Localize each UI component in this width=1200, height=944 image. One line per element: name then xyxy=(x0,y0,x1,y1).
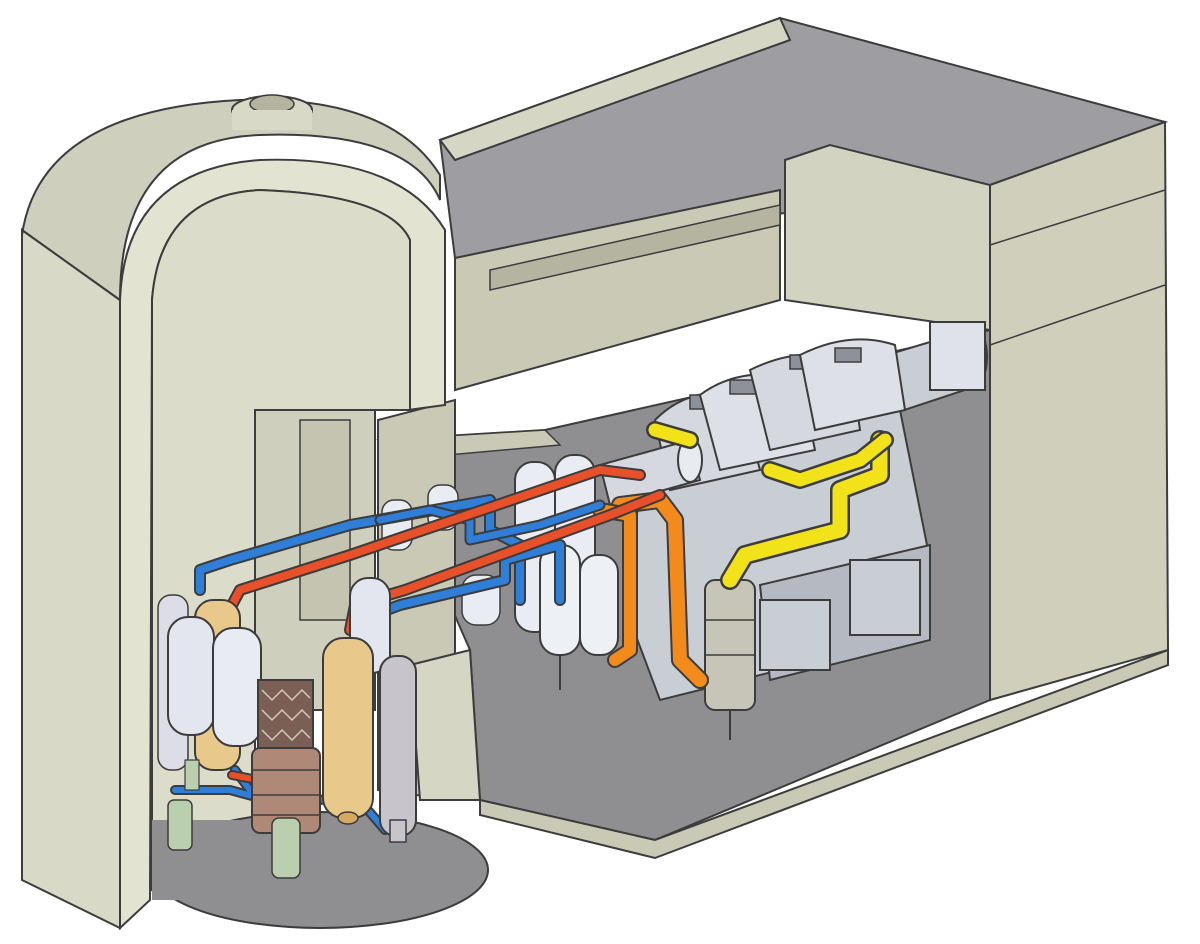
containment-cylinder xyxy=(21,228,121,930)
tall-gray-tank xyxy=(379,655,417,843)
coolant-pump-2 xyxy=(271,817,301,879)
hp-turbine-inlet xyxy=(598,438,702,507)
coolant-pump-3 xyxy=(184,759,200,791)
coolant-pump-1 xyxy=(167,799,193,851)
steam-generators xyxy=(157,577,391,771)
steam-generator-white-1 xyxy=(167,616,215,736)
right-wall-seam-1 xyxy=(989,189,1166,246)
turbine-hall-slab-edge xyxy=(479,648,1169,860)
turbine-leg-2 xyxy=(849,559,921,636)
steam-generator-white-2 xyxy=(212,627,262,747)
turbine-hall-right-wall xyxy=(989,120,1170,702)
feedwater-heater-7 xyxy=(579,554,619,656)
central-column-inner xyxy=(299,419,351,621)
turbine-hall-front-stub xyxy=(408,648,482,801)
turbine-leg-1 xyxy=(759,599,831,671)
turbine-casing-4 xyxy=(798,338,907,432)
generator-end-block xyxy=(929,321,986,391)
feedwater-line xyxy=(646,421,894,590)
pressurizer xyxy=(322,637,374,825)
turbine-hall-roof-edge xyxy=(438,16,792,162)
right-wall-seam-2 xyxy=(989,284,1166,346)
turbine-hall-back-wall-band xyxy=(489,204,781,291)
containment-dome xyxy=(21,98,441,302)
reactor-coolant-pumps xyxy=(167,759,301,879)
reactor-vessel xyxy=(251,679,321,834)
